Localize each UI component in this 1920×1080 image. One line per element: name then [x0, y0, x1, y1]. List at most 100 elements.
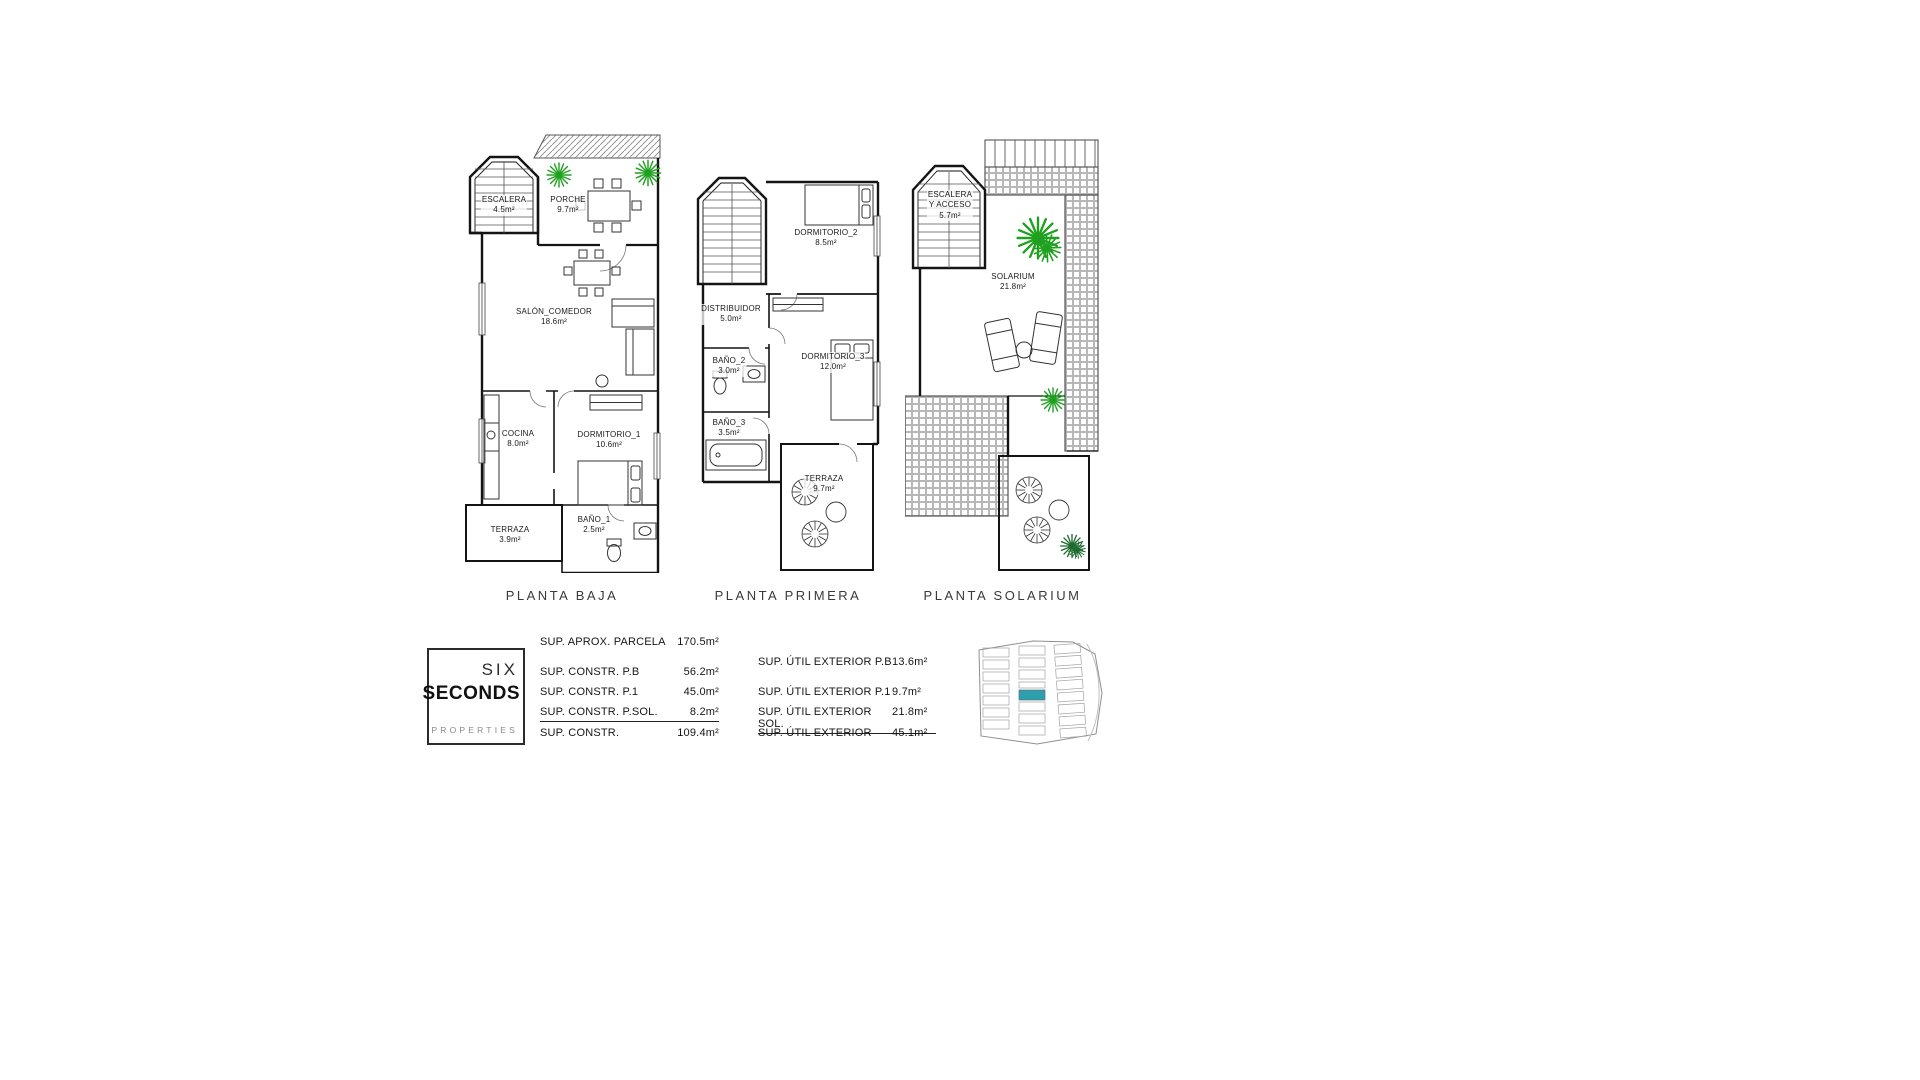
room-area: 21.8m²: [999, 282, 1027, 292]
room-label-porche: PORCHE 9.7m²: [549, 195, 587, 216]
solarium-walls: [918, 268, 1098, 571]
room-label-dormitorio1: DORMITORIO_1 10.6m²: [576, 430, 642, 451]
room-area: 3.5m²: [718, 428, 740, 438]
plant-icon: [1040, 387, 1066, 413]
pergola-slats: [984, 139, 1099, 168]
summary-row-parcela: SUP. APROX. PARCELA 170.5m²: [540, 636, 719, 648]
summary-row-constr-psol: SUP. CONSTR. P.SOL. 8.2m²: [540, 706, 719, 722]
interior-walls: [703, 293, 878, 482]
room-name: BAÑO_2: [712, 356, 746, 365]
summary-row-exterior-sol: SUP. ÚTIL EXTERIOR SOL. 21.8m²: [758, 706, 936, 734]
plan-title-baja: PLANTA BAJA: [505, 588, 619, 603]
summary-label: SUP. CONSTR. P.1: [540, 686, 639, 698]
room-name: ESCALERA: [927, 190, 973, 199]
logo-text-six: SIX: [481, 660, 518, 679]
planta-primera-drawing: [696, 176, 881, 571]
site-plan-drawing: [978, 640, 1103, 745]
escalera-stairs: [696, 176, 768, 286]
porche-roof-hatch: [533, 134, 661, 159]
summary-label: SUP. ÚTIL EXTERIOR: [758, 727, 872, 739]
summary-row-exterior-pb: SUP. ÚTIL EXTERIOR P.B 13.6m²: [758, 656, 936, 668]
summary-value: 45.1m²: [892, 727, 928, 739]
room-name: BAÑO_3: [712, 418, 746, 427]
cocina-counter: [483, 394, 500, 500]
summary-value: 21.8m²: [892, 706, 928, 718]
room-label-escalera: ESCALERA 4.5m²: [480, 195, 528, 216]
room-name: DISTRIBUIDOR: [701, 304, 761, 313]
plan-planta-baja: ESCALERA 4.5m² PORCHE 9.7m² SALÓN_COMEDO…: [462, 133, 662, 573]
summary-row-constr-p1: SUP. CONSTR. P.1 45.0m²: [540, 686, 719, 698]
room-label-terraza-p1: TERRAZA 9.7m²: [803, 474, 845, 495]
bed: [577, 394, 643, 506]
room-name: TERRAZA: [804, 474, 844, 483]
room-label-bano2: BAÑO_2 3.0m²: [711, 356, 747, 377]
summary-label: SUP. CONSTR. P.B: [540, 666, 640, 678]
room-name: TERRAZA: [490, 525, 530, 534]
room-label-escalera-acceso: ESCALERA Y ACCESO 5.7m²: [926, 190, 974, 222]
plant-icon: [546, 162, 572, 188]
room-name: BAÑO_1: [577, 515, 611, 524]
summary-value: 8.2m²: [689, 706, 719, 718]
tiled-roof-areas: [905, 166, 1099, 517]
room-name: COCINA: [501, 429, 535, 438]
room-label-bano1: BAÑO_1 2.5m²: [576, 515, 612, 536]
bathroom-fixtures: [606, 522, 657, 562]
room-area: 18.6m²: [540, 317, 568, 327]
room-name: PORCHE: [550, 195, 586, 204]
room-label-dormitorio2: DORMITORIO_2 8.5m²: [793, 228, 859, 249]
room-label-cocina: COCINA 8.0m²: [500, 429, 536, 450]
dark-plant-icon: [1059, 533, 1088, 561]
room-name: ESCALERA: [481, 195, 527, 204]
terrace-furniture: [1015, 476, 1070, 544]
room-area: 9.7m²: [813, 484, 835, 494]
logo-text-properties: PROPERTIES: [431, 725, 518, 735]
plan-planta-primera: DORMITORIO_2 8.5m² DISTRIBUIDOR 5.0m² BA…: [693, 152, 883, 572]
summary-label: SUP. ÚTIL EXTERIOR SOL.: [758, 706, 872, 730]
room-label-terraza-pb: TERRAZA 3.9m²: [489, 525, 531, 546]
room-area: 2.5m²: [583, 525, 605, 535]
room-area: 5.0m²: [720, 314, 742, 324]
road: [1086, 643, 1100, 742]
site-boundary: [978, 640, 1103, 745]
room-area: 10.6m²: [595, 440, 623, 450]
room-name: DORMITORIO_3: [801, 352, 865, 361]
planta-solarium-drawing: [905, 139, 1099, 571]
room-label-salon: SALÓN_COMEDOR 18.6m²: [515, 307, 593, 328]
salon-furniture: [563, 249, 655, 388]
room-label-distribuidor: DISTRIBUIDOR 5.0m²: [700, 304, 762, 325]
room-label-dormitorio3: DORMITORIO_3 12.0m²: [800, 352, 866, 373]
summary-value: 9.7m²: [892, 686, 922, 698]
summary-value: 13.6m²: [892, 656, 928, 668]
summary-value: 45.0m²: [683, 686, 719, 698]
summary-row-constr-total: SUP. CONSTR. 109.4m²: [540, 727, 719, 739]
summary-label: SUP. APROX. PARCELA: [540, 636, 666, 648]
summary-label: SUP. CONSTR.: [540, 727, 620, 739]
room-name: DORMITORIO_1: [577, 430, 641, 439]
summary-label: SUP. CONSTR. P.SOL.: [540, 706, 658, 718]
door-arcs: [748, 293, 858, 463]
sun-loungers: [984, 311, 1063, 373]
summary-label: SUP. ÚTIL EXTERIOR P.B: [758, 656, 892, 668]
outer-walls: [701, 180, 880, 571]
room-area: 12.0m²: [819, 362, 847, 372]
room-area: 8.5m²: [815, 238, 837, 248]
plan-title-solarium: PLANTA SOLARIUM: [923, 588, 1082, 603]
terrace-furniture: [791, 478, 847, 548]
plan-title-primera: PLANTA PRIMERA: [714, 588, 862, 603]
summary-value: 109.4m²: [677, 727, 719, 739]
summary-label: SUP. ÚTIL EXTERIOR P.1: [758, 686, 891, 698]
door-arcs: [529, 244, 627, 522]
site-plan-thumbnail: [975, 638, 1105, 753]
logo-text-seconds: SECONDS: [422, 683, 520, 704]
palm-plant-icon: [1016, 216, 1066, 267]
six-seconds-logo: SIX SECONDS PROPERTIES: [423, 648, 525, 745]
unit-plots: [982, 642, 1087, 739]
room-name: SOLARIUM: [991, 272, 1035, 281]
room-area: 3.0m²: [718, 366, 740, 376]
summary-value: 170.5m²: [677, 636, 719, 648]
room-label-bano3: BAÑO_3 3.5m²: [711, 418, 747, 439]
room-area: 9.7m²: [557, 205, 579, 215]
plan-planta-solarium: ESCALERA Y ACCESO 5.7m² SOLARIUM 21.8m²: [905, 138, 1100, 573]
summary-row-exterior-total: SUP. ÚTIL EXTERIOR 45.1m²: [758, 727, 936, 739]
